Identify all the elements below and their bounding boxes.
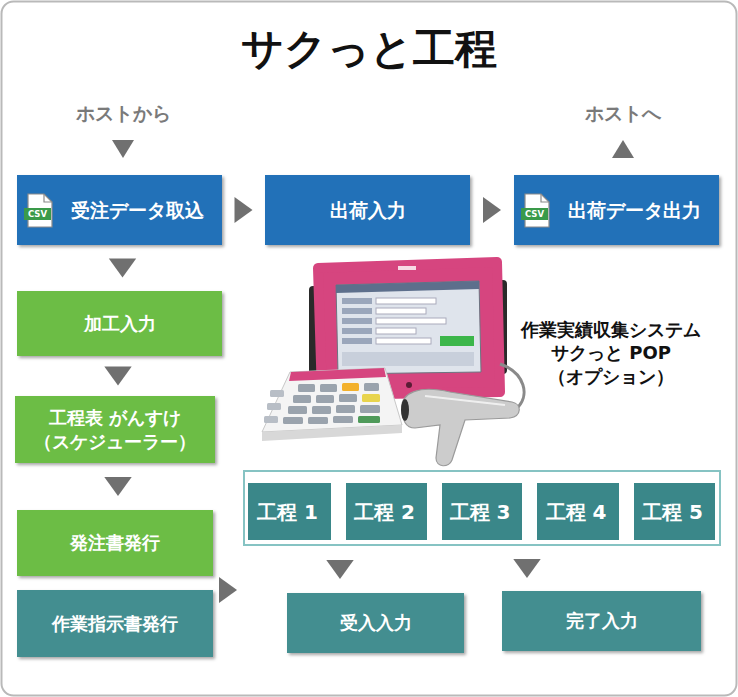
- node-text: 作業指示書発行: [52, 612, 178, 635]
- diagram-title: サクっと工程: [0, 24, 738, 74]
- csv-text: CSV: [24, 208, 51, 220]
- work-box: 受入入力: [287, 593, 464, 653]
- step-box: 工程 4: [537, 483, 619, 540]
- process-box: 加工入力: [17, 291, 222, 356]
- step-frame: 工程 1 工程 2 工程 3 工程 4 工程 5: [243, 470, 721, 546]
- host-label: ホストへ: [528, 101, 718, 126]
- arrow-head: [104, 367, 131, 386]
- node-text: 発注書発行: [70, 531, 160, 554]
- process-box: 発注書発行: [17, 510, 213, 576]
- process-box: 工程表 がんすけ （スケジューラー）: [15, 396, 215, 463]
- node-text: 工程 4: [546, 499, 607, 525]
- arrow-head: [483, 197, 501, 223]
- host-label: ホストから: [28, 101, 218, 126]
- work-box: 完了入力: [502, 591, 701, 651]
- csv-text: CSV: [521, 208, 548, 220]
- arrow-head: [235, 197, 253, 223]
- csv-tag: [24, 208, 51, 220]
- node-text: 出荷データ出力: [568, 198, 701, 223]
- step-box: 工程 1: [248, 483, 331, 540]
- connector: [219, 577, 237, 603]
- document-fold: [44, 194, 52, 202]
- step-box: 工程 2: [346, 483, 427, 540]
- connector: [109, 259, 136, 278]
- input-arrow: [112, 140, 134, 158]
- node-text: 加工入力: [84, 312, 156, 335]
- csv-icon: CSV: [24, 193, 54, 228]
- node-text: 受注データ取込: [71, 198, 204, 223]
- arrow-head: [219, 577, 237, 603]
- connector: [104, 367, 131, 386]
- node-text: 工程 5: [642, 499, 703, 525]
- terminal-illustration: [262, 262, 524, 466]
- step-box: 工程 3: [442, 483, 522, 540]
- node-text: 受入入力: [340, 611, 412, 634]
- arrow-head: [109, 259, 136, 278]
- csv-tag: [521, 208, 548, 220]
- arrow-head: [513, 559, 540, 578]
- node-text: 工程表 がんすけ （スケジューラー）: [23, 406, 207, 453]
- callout-label: 作業実績収集システム サクっと POP （オプション）: [505, 318, 717, 388]
- connector: [483, 197, 501, 223]
- arrow-head: [326, 560, 353, 579]
- work-box: 作業指示書発行: [17, 590, 213, 657]
- node-text: 完了入力: [566, 609, 638, 632]
- output-arrow: [612, 140, 634, 158]
- connector: [104, 477, 131, 496]
- document-fold: [541, 194, 549, 202]
- node-text: 工程 2: [354, 499, 415, 525]
- data-io-box: 出荷入力: [265, 175, 470, 245]
- connector: [513, 559, 540, 578]
- connector: [326, 560, 353, 579]
- arrow-head: [104, 477, 131, 496]
- csv-icon: CSV: [521, 193, 551, 228]
- node-text: 工程 3: [450, 499, 511, 525]
- connector: [235, 197, 253, 223]
- step-box: 工程 5: [634, 483, 715, 540]
- node-text: 工程 1: [257, 499, 318, 525]
- node-text: 出荷入力: [330, 198, 406, 223]
